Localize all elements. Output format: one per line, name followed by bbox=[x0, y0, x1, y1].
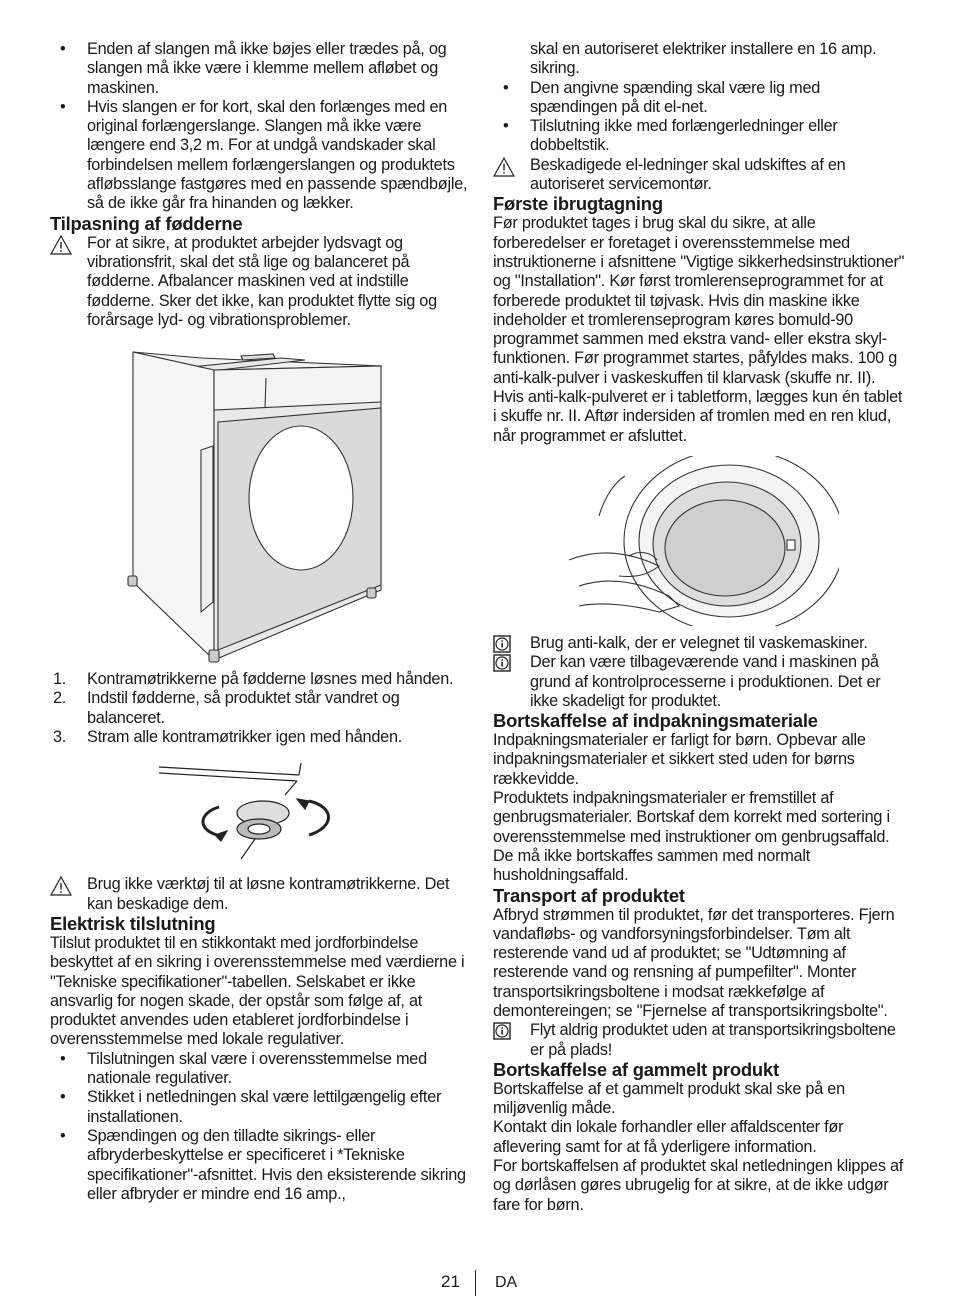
section-heading-transport: Transport af produktet bbox=[493, 884, 685, 906]
left-column: Enden af slangen må ikke bøjes eller træ… bbox=[49, 40, 468, 1204]
paragraph: For bortskaffelsen af produktet skal net… bbox=[493, 1157, 904, 1214]
info-icon bbox=[493, 635, 511, 658]
section-heading-electric: Elektrisk tilslutning bbox=[50, 912, 216, 934]
warning-text: Brug ikke værktøj til at løsne kontramøt… bbox=[87, 875, 450, 913]
paragraph: Bortskaffelse af et gammelt produkt skal… bbox=[493, 1079, 845, 1118]
warning-icon bbox=[49, 876, 73, 901]
paragraph: Afbryd strømmen til produktet, før det t… bbox=[493, 905, 895, 1020]
foot-locknut-illustration bbox=[159, 763, 330, 860]
section-heading-packaging: Bortskaffelse af indpakningsmateriale bbox=[493, 710, 818, 732]
list-item: 2.Indstil fødderne, så produktet står va… bbox=[53, 689, 400, 727]
page-number: 21 bbox=[441, 1272, 460, 1291]
footer-divider bbox=[475, 1270, 476, 1296]
info-icon bbox=[493, 1022, 511, 1045]
language-code: DA bbox=[495, 1274, 518, 1291]
list-item: Tilslutning ikke med forlængerledninger … bbox=[493, 117, 905, 156]
list-item: Hvis slangen er for kort, skal den forlæ… bbox=[50, 98, 468, 214]
warning-cable: Beskadigede el-ledninger skal udskiftes … bbox=[492, 155, 905, 195]
list-item: 3.Stram alle kontramøtrikker igen med hå… bbox=[53, 728, 403, 747]
section-heading-feet: Tilpasning af fødderne bbox=[50, 212, 243, 234]
info-text: Der kan være tilbageværende vand i maski… bbox=[530, 653, 881, 710]
paragraph: skal en autoriseret elektriker installer… bbox=[530, 40, 877, 78]
washing-machine-illustration bbox=[127, 351, 383, 663]
list-item: 1.Kontramøtrikkerne på fødderne løsnes m… bbox=[53, 670, 454, 689]
warning-tools: Brug ikke værktøj til at løsne kontramøt… bbox=[49, 875, 468, 914]
paragraph: Kontakt din lokale forhandler eller affa… bbox=[493, 1118, 844, 1156]
paragraph: Før produktet tages i brug skal du sikre… bbox=[493, 214, 905, 445]
list-item: Spændingen og den tilladte sikrings- ell… bbox=[50, 1127, 468, 1204]
info-transport: Flyt aldrig produktet uden at transports… bbox=[493, 1021, 905, 1060]
info-text: Brug anti-kalk, der er velegnet til vask… bbox=[530, 633, 868, 652]
warning-text: Beskadigede el-ledninger skal udskiftes … bbox=[530, 155, 846, 194]
section-heading-first-use: Første ibrugtagning bbox=[493, 193, 663, 215]
warning-icon bbox=[49, 234, 73, 260]
paragraph: Indpakningsmaterialer er farligt for bør… bbox=[493, 731, 866, 788]
warning-feet: For at sikre, at produktet arbejder lyds… bbox=[49, 233, 468, 330]
info-icon bbox=[493, 654, 511, 677]
warning-icon bbox=[492, 156, 516, 182]
right-column: skal en autoriseret elektriker installer… bbox=[492, 40, 905, 1215]
list-item: Tilslutningen skal være i overensstemmel… bbox=[50, 1050, 468, 1089]
list-item: Enden af slangen må ikke bøjes eller træ… bbox=[50, 40, 468, 98]
list-item: Stikket i netledningen skal være lettilg… bbox=[50, 1088, 468, 1127]
info-antikalk: Brug anti-kalk, der er velegnet til vask… bbox=[493, 634, 905, 653]
info-water: Der kan være tilbageværende vand i maski… bbox=[493, 653, 905, 711]
list-item: Den angivne spænding skal være lig med s… bbox=[493, 79, 905, 118]
paragraph: Tilslut produktet til en stikkontakt med… bbox=[50, 933, 465, 1049]
section-heading-old-product: Bortskaffelse af gammelt produkt bbox=[493, 1058, 779, 1080]
info-text: Flyt aldrig produktet uden at transports… bbox=[530, 1021, 896, 1059]
paragraph: Produktets indpakningsmaterialer er frem… bbox=[493, 789, 890, 885]
warning-text: For at sikre, at produktet arbejder lyds… bbox=[87, 233, 437, 329]
drum-cleaning-illustration bbox=[568, 455, 839, 626]
